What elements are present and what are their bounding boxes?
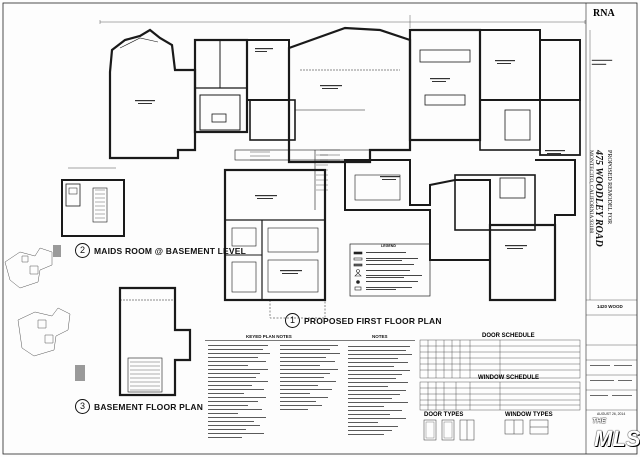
- window-types: [504, 419, 549, 435]
- legend-heading: LEGEND: [381, 244, 396, 248]
- site-key-plan-lower: [17, 307, 85, 381]
- site-key-plan-upper: [4, 245, 61, 289]
- general-notes-heading: NOTES: [372, 334, 388, 339]
- maids-room-label: MAIDS ROOM @ BASEMENT LEVEL: [94, 245, 247, 256]
- door-schedule-heading: DOOR SCHEDULE: [482, 333, 535, 339]
- keyed-notes-heading: KEYED PLAN NOTES: [246, 334, 292, 339]
- door-types: [423, 419, 475, 441]
- sheet-date: AUGUST 26, 2014: [597, 412, 626, 416]
- door-schedule-table: [419, 339, 581, 379]
- sheet-name: 1420 WOOD: [597, 304, 623, 309]
- window-schedule-table: [419, 381, 581, 411]
- maids-room-number: 2: [75, 243, 90, 259]
- first-floor-label: PROPOSED FIRST FLOOR PLAN: [304, 315, 442, 326]
- mls-main: MLS: [594, 426, 640, 451]
- project-line-2: 475 WOODLEY ROAD: [593, 150, 604, 247]
- basement-plan: [118, 286, 192, 397]
- window-types-heading: WINDOW TYPES: [505, 412, 553, 418]
- project-line-3: MONTECITO, CALIFORNIA 93108: [588, 150, 594, 234]
- firm-logo: RNA: [593, 8, 615, 19]
- keyed-notes-panel: [205, 340, 345, 438]
- maids-room-plan: [61, 167, 125, 237]
- basement-number: 3: [75, 399, 90, 415]
- first-floor-title: 1 PROPOSED FIRST FLOOR PLAN: [285, 312, 442, 330]
- mls-the: THE: [592, 418, 606, 425]
- door-types-heading: DOOR TYPES: [424, 412, 464, 418]
- basement-title: 3 BASEMENT FLOOR PLAN: [75, 398, 203, 416]
- project-line-1: PROPOSED REMODEL FOR: [606, 150, 612, 225]
- first-floor-plan: [108, 26, 581, 319]
- basement-label: BASEMENT FLOOR PLAN: [94, 401, 204, 412]
- general-notes-panel: [345, 340, 415, 435]
- mls-watermark: THE MLS: [590, 416, 640, 452]
- legend-box: [349, 243, 431, 297]
- maids-room-title: 2 MAIDS ROOM @ BASEMENT LEVEL: [75, 242, 246, 260]
- first-floor-number: 1: [285, 313, 300, 329]
- window-schedule-heading: WINDOW SCHEDULE: [478, 375, 539, 381]
- title-block: [586, 59, 637, 411]
